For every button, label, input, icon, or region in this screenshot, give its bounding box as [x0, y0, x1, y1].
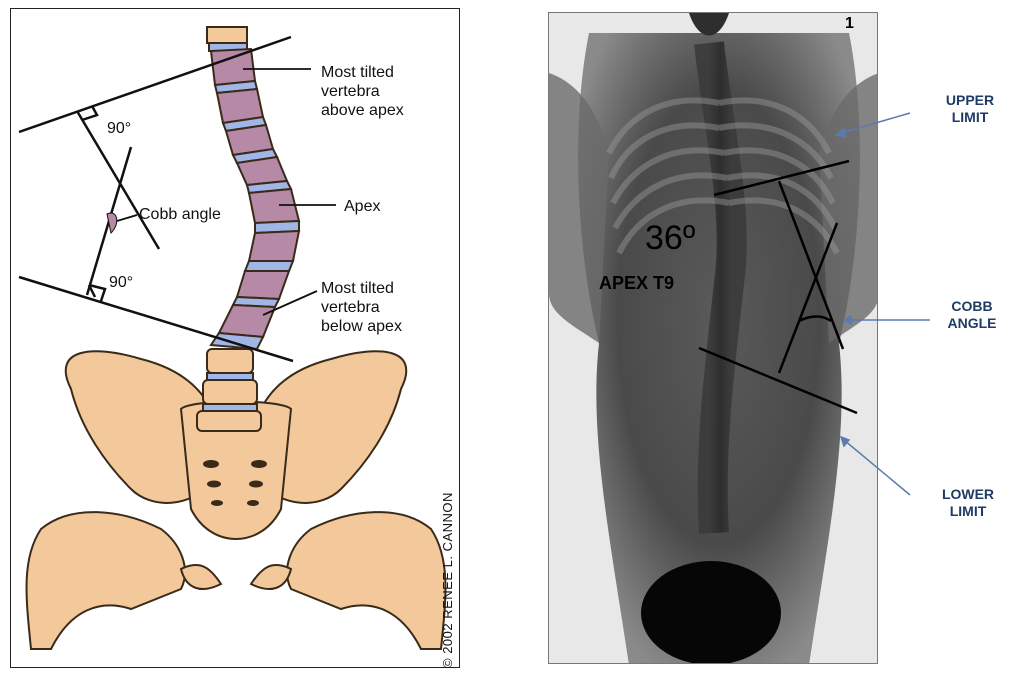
copyright-credit: © 2002 RENEE L. CANNON — [440, 492, 455, 668]
upper-limit-label-line2: LIMIT — [930, 109, 1010, 126]
lower-vertebra-label: Most tilted vertebra below apex — [321, 279, 402, 336]
corner-mark: 1 — [845, 15, 854, 33]
lumbar-vertebrae — [197, 349, 261, 431]
pelvic-shield — [641, 561, 781, 664]
apex-t9-label: APEX T9 — [599, 273, 674, 294]
lower-limit-label: LOWER LIMIT — [928, 486, 1008, 520]
upper-vertebra-label-line2: vertebra — [321, 82, 404, 101]
angle-value: 36º — [645, 219, 695, 258]
spine-illustration-panel: Most tilted vertebra above apex Apex Cob… — [10, 8, 460, 668]
cobb-angle-wedge — [107, 213, 117, 233]
upper-limit-label: UPPER LIMIT — [930, 92, 1010, 126]
cobb-angle-xray-label: COBB ANGLE — [932, 298, 1012, 332]
xray-image — [549, 13, 878, 664]
lower-vertebra-label-line2: vertebra — [321, 298, 402, 317]
upper-limit-label-line1: UPPER — [930, 92, 1010, 109]
right-angle-upper-label: 90° — [107, 119, 131, 138]
lower-limit-label-line2: LIMIT — [928, 503, 1008, 520]
cobb-angle-label: Cobb angle — [139, 205, 221, 224]
apex-label: Apex — [344, 197, 380, 216]
cobb-angle-xray-label-line2: ANGLE — [932, 315, 1012, 332]
xray-panel: 36º APEX T9 1 — [548, 12, 878, 664]
upper-vertebra-label-line1: Most tilted — [321, 63, 404, 82]
lower-vertebra-label-line1: Most tilted — [321, 279, 402, 298]
right-angle-lower-label: 90° — [109, 273, 133, 292]
cobb-angle-xray-label-line1: COBB — [932, 298, 1012, 315]
upper-vertebra-label: Most tilted vertebra above apex — [321, 63, 404, 120]
upper-vertebra-label-line3: above apex — [321, 101, 404, 120]
thoracic-vertebrae — [207, 27, 299, 349]
lower-vertebra-label-line3: below apex — [321, 317, 402, 336]
lower-limit-label-line1: LOWER — [928, 486, 1008, 503]
